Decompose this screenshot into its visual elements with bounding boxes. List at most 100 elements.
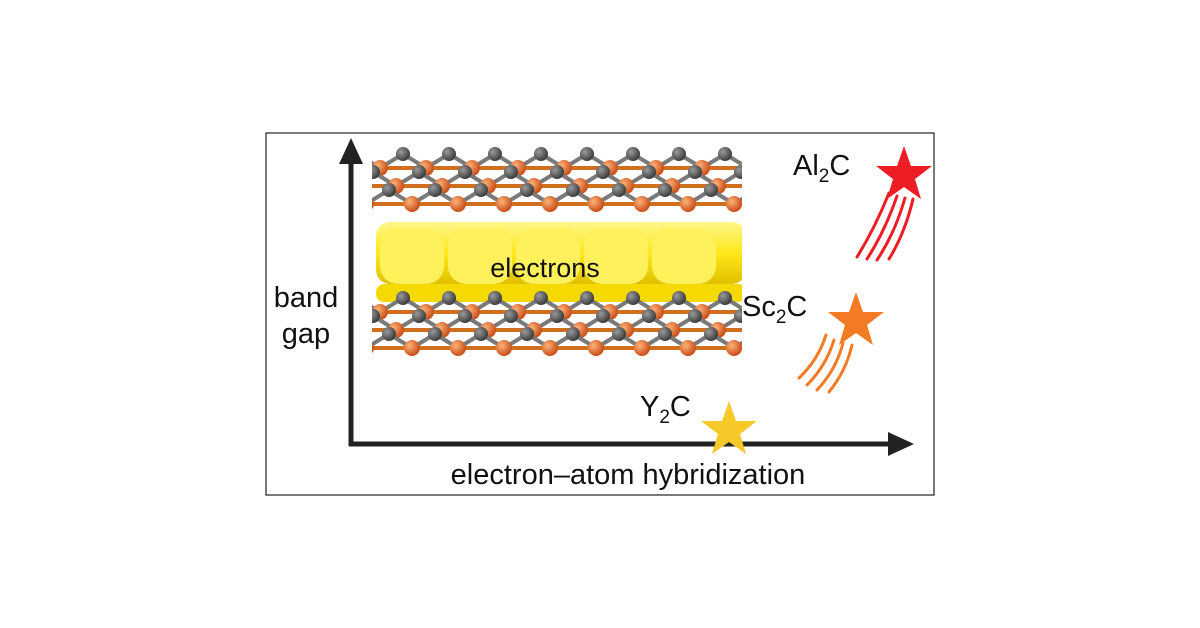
- x-axis-arrowhead: [888, 432, 914, 456]
- carbon-atom: [688, 309, 702, 323]
- carbon-atom: [580, 291, 594, 305]
- carbon-atom: [428, 327, 442, 341]
- metal-atom: [634, 196, 650, 212]
- bond: [771, 154, 794, 168]
- metal-atom: [802, 322, 818, 338]
- metal-atom: [450, 196, 466, 212]
- lower-atomic-layer: [372, 291, 840, 356]
- bond: [780, 190, 803, 204]
- carbon-atom: [810, 291, 824, 305]
- carbon-atom: [396, 147, 410, 161]
- y-axis-label-line2: gap: [282, 318, 330, 350]
- metal-atom: [756, 322, 772, 338]
- metal-atom: [772, 196, 788, 212]
- figure-frame: [265, 132, 935, 496]
- metal-atom: [372, 198, 374, 210]
- y-axis-arrowhead: [339, 138, 363, 164]
- carbon-atom: [718, 291, 732, 305]
- carbon-atom: [580, 147, 594, 161]
- carbon-atom: [658, 183, 672, 197]
- carbon-atom: [626, 147, 640, 161]
- electron-cloud: [376, 222, 742, 302]
- y-axis-label-line1: band: [274, 282, 339, 314]
- al2c-star-icon: [876, 146, 932, 199]
- carbon-atom: [474, 183, 488, 197]
- carbon-atom: [474, 327, 488, 341]
- material-sc2c: Sc2C: [742, 291, 884, 394]
- carbon-atom: [642, 165, 656, 179]
- metal-atom: [450, 340, 466, 356]
- bond: [817, 298, 840, 312]
- bond: [757, 334, 780, 348]
- sc2c-label: Sc2C: [742, 291, 807, 328]
- carbon-atom: [442, 147, 456, 161]
- carbon-atom: [412, 309, 426, 323]
- metal-atom: [496, 196, 512, 212]
- metal-atom: [772, 340, 788, 356]
- carbon-atom: [658, 327, 672, 341]
- carbon-atom: [442, 291, 456, 305]
- carbon-atom: [734, 309, 742, 323]
- bond: [748, 154, 771, 168]
- metal-atom: [588, 340, 604, 356]
- metal-atom: [496, 340, 512, 356]
- carbon-atom: [642, 309, 656, 323]
- metal-atom: [542, 196, 558, 212]
- al2c-label: Al2C: [793, 150, 850, 187]
- carbon-atom: [488, 147, 502, 161]
- carbon-atom: [612, 327, 626, 341]
- carbon-atom: [372, 309, 380, 323]
- bond: [810, 316, 833, 330]
- carbon-atom: [796, 327, 810, 341]
- metal-atom: [740, 162, 742, 174]
- bond: [739, 170, 742, 175]
- carbon-atom: [504, 309, 518, 323]
- carbon-atom: [534, 291, 548, 305]
- upper-atomic-layer: [326, 147, 872, 212]
- carbon-atom: [550, 165, 564, 179]
- material-y2c: Y2C: [640, 391, 757, 454]
- motion-streaks: [797, 333, 854, 394]
- carbon-atom: [750, 183, 764, 197]
- metal-atom: [726, 340, 742, 356]
- carbon-atom: [372, 165, 380, 179]
- axes: [339, 138, 914, 456]
- carbon-atom: [520, 327, 534, 341]
- carbon-atom: [718, 147, 732, 161]
- carbon-atom: [396, 291, 410, 305]
- carbon-atom: [612, 183, 626, 197]
- carbon-atom: [796, 183, 810, 197]
- bond: [780, 334, 803, 348]
- carbon-atom: [764, 147, 778, 161]
- carbon-atom: [458, 309, 472, 323]
- y2c-star-icon: [701, 401, 757, 454]
- metal-atom: [726, 196, 742, 212]
- carbon-atom: [842, 183, 856, 197]
- bond: [826, 190, 849, 204]
- metal-atom: [372, 342, 374, 354]
- crystal-structure-illustration: [326, 147, 872, 356]
- carbon-atom: [566, 327, 580, 341]
- bond: [803, 190, 826, 204]
- motion-streaks: [855, 191, 915, 262]
- bond: [757, 190, 780, 204]
- carbon-atom: [704, 183, 718, 197]
- bond: [849, 190, 872, 204]
- carbon-atom: [626, 291, 640, 305]
- metal-atom: [588, 196, 604, 212]
- carbon-atom: [750, 327, 764, 341]
- carbon-atom: [688, 165, 702, 179]
- carbon-atom: [780, 165, 794, 179]
- metal-atom: [818, 196, 834, 212]
- y2c-label: Y2C: [640, 391, 691, 428]
- sc2c-star-icon: [828, 292, 884, 345]
- carbon-atom: [596, 165, 610, 179]
- metal-atom: [634, 340, 650, 356]
- carbon-atom: [382, 327, 396, 341]
- material-al2c: Al2C: [793, 146, 932, 262]
- metal-atom: [326, 160, 342, 176]
- carbon-atom: [428, 183, 442, 197]
- metal-atom: [404, 196, 420, 212]
- x-axis-label: electron–atom hybridization: [451, 459, 806, 491]
